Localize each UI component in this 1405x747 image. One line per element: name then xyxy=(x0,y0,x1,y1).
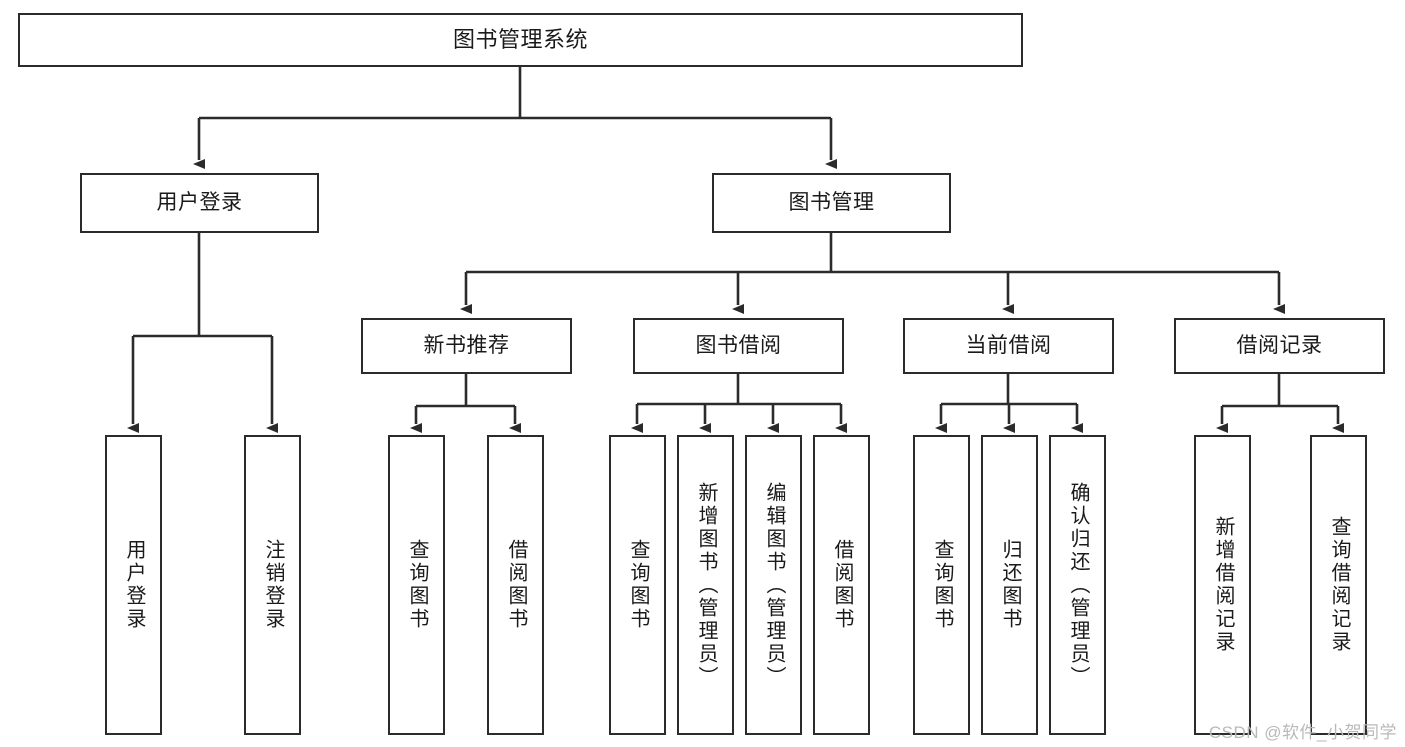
node-leaf-query-borrow-record-label: 查询借阅记录 xyxy=(1328,516,1350,654)
node-user-login[interactable]: 用户登录 xyxy=(80,173,319,233)
node-leaf-return-book[interactable]: 归还图书 xyxy=(981,435,1038,735)
node-leaf-logout-login[interactable]: 注销登录 xyxy=(244,435,301,735)
node-borrow-record-label: 借阅记录 xyxy=(1236,334,1323,358)
node-leaf-borrow-book-2-label: 借阅图书 xyxy=(831,539,853,631)
node-borrow-record[interactable]: 借阅记录 xyxy=(1174,318,1385,374)
node-root[interactable]: 图书管理系统 xyxy=(18,13,1023,67)
node-book-manage-label: 图书管理 xyxy=(788,191,875,215)
node-leaf-add-borrow-record[interactable]: 新增借阅记录 xyxy=(1194,435,1251,735)
node-leaf-edit-book-admin-label: 编辑图书（管理员） xyxy=(763,481,785,689)
node-leaf-query-borrow-record[interactable]: 查询借阅记录 xyxy=(1310,435,1367,735)
node-book-borrow-label: 图书借阅 xyxy=(695,334,782,358)
node-leaf-borrow-book-1-label: 借阅图书 xyxy=(505,539,527,631)
node-leaf-confirm-return-admin[interactable]: 确认归还（管理员） xyxy=(1049,435,1106,735)
node-leaf-return-book-label: 归还图书 xyxy=(999,539,1021,631)
node-current-borrow-label: 当前借阅 xyxy=(965,334,1052,358)
node-new-book-recommend[interactable]: 新书推荐 xyxy=(361,318,572,374)
node-leaf-query-book-2-label: 查询图书 xyxy=(627,539,649,631)
node-user-login-label: 用户登录 xyxy=(156,191,243,215)
node-leaf-confirm-return-admin-label: 确认归还（管理员） xyxy=(1067,481,1089,689)
csdn-watermark: CSDN @软件_小贺同学 xyxy=(1208,723,1397,742)
node-leaf-edit-book-admin[interactable]: 编辑图书（管理员） xyxy=(745,435,802,735)
node-leaf-query-book-3[interactable]: 查询图书 xyxy=(913,435,970,735)
node-new-book-recommend-label: 新书推荐 xyxy=(423,334,510,358)
node-book-manage[interactable]: 图书管理 xyxy=(712,173,951,233)
node-leaf-add-book-admin[interactable]: 新增图书（管理员） xyxy=(677,435,734,735)
node-leaf-add-book-admin-label: 新增图书（管理员） xyxy=(695,481,717,689)
node-book-borrow[interactable]: 图书借阅 xyxy=(633,318,844,374)
node-leaf-query-book-1[interactable]: 查询图书 xyxy=(388,435,445,735)
node-leaf-borrow-book-1[interactable]: 借阅图书 xyxy=(487,435,544,735)
node-leaf-borrow-book-2[interactable]: 借阅图书 xyxy=(813,435,870,735)
node-leaf-user-login-label: 用户登录 xyxy=(123,539,145,631)
node-leaf-user-login[interactable]: 用户登录 xyxy=(105,435,162,735)
node-root-label: 图书管理系统 xyxy=(452,26,588,52)
node-leaf-query-book-1-label: 查询图书 xyxy=(406,539,428,631)
node-current-borrow[interactable]: 当前借阅 xyxy=(903,318,1114,374)
node-leaf-query-book-2[interactable]: 查询图书 xyxy=(609,435,666,735)
node-leaf-logout-login-label: 注销登录 xyxy=(262,539,284,631)
node-leaf-query-book-3-label: 查询图书 xyxy=(931,539,953,631)
node-leaf-add-borrow-record-label: 新增借阅记录 xyxy=(1212,516,1234,654)
